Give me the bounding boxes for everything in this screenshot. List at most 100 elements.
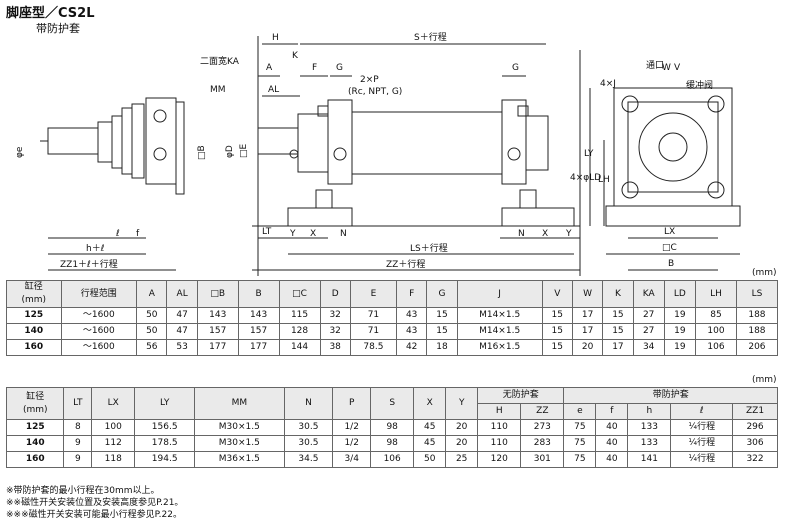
table-header-cell: X [413, 387, 447, 420]
table-header-cell: 带防护套 [563, 387, 778, 404]
dim-MM: MM [210, 85, 226, 95]
table-header-cell: LY [134, 387, 196, 420]
table-cell: 106 [370, 451, 415, 468]
dim-LT: LT [262, 227, 272, 237]
label-cushion-valve: 缓冲阀 [686, 79, 713, 91]
dim-G-left: G [336, 63, 343, 73]
table-cell: 156.5 [134, 419, 196, 436]
rod-boot-body [47, 127, 99, 155]
table-cell: ¼行程 [670, 451, 734, 468]
table-cell: 34.5 [283, 451, 334, 468]
table-cell: 100 [695, 323, 737, 340]
table-cell: 45 [413, 419, 447, 436]
table-cell: 40 [595, 435, 629, 452]
table-cell: 15 [602, 307, 634, 324]
dim-N-left: N [340, 229, 347, 239]
table-cell: 43 [395, 307, 428, 324]
table-header-cell: □B [196, 280, 239, 308]
table-cell: 144 [278, 339, 321, 356]
table-cell: 50 [136, 323, 168, 340]
table-cell: ～1600 [60, 307, 138, 324]
table-cell: 306 [732, 435, 778, 452]
table-cell: 45 [413, 435, 447, 452]
table-cell: 112 [91, 435, 136, 452]
table-cell: 19 [663, 323, 697, 340]
table-cell: 9 [63, 451, 93, 468]
dim-h-l: h＋ℓ [86, 243, 104, 254]
table-cell: 273 [520, 419, 565, 436]
end-view-flange [613, 87, 733, 207]
table-cell: 27 [632, 323, 665, 340]
dim-A: A [266, 63, 273, 73]
page-subtitle: 带防护套 [36, 22, 80, 35]
dim-C: □C [662, 243, 677, 253]
table-cell: 78.5 [349, 339, 398, 356]
table-cell: 47 [166, 307, 198, 324]
table-cell: 27 [632, 307, 665, 324]
table-header-cell: 缸径 (mm) [5, 387, 65, 420]
dim-P: 2×P [360, 75, 379, 85]
table-cell: 141 [627, 451, 672, 468]
table-cell: 34 [632, 339, 665, 356]
table-cell: 20 [571, 339, 604, 356]
table-cell: ～1600 [60, 323, 138, 340]
table-cell: 188 [735, 323, 779, 340]
table-cell: 18 [426, 339, 458, 356]
table-cell: 15 [602, 323, 634, 340]
table-cell: 85 [695, 307, 737, 324]
table-cell: 42 [395, 339, 428, 356]
table-cell: 283 [520, 435, 565, 452]
table-header-cell: F [395, 280, 428, 308]
table-cell: 194.5 [134, 451, 196, 468]
table-cell: ¼行程 [670, 435, 734, 452]
table-header-cell: LS [735, 280, 779, 308]
note-2: ※※磁性开关安装位置及安装高度参见P.21。 [6, 498, 184, 508]
table-header-cell: S [370, 387, 415, 420]
table-header-cell: G [426, 280, 458, 308]
table-cell: 38 [319, 339, 351, 356]
table-subheader-cell: ℓ [670, 403, 734, 420]
table-cell: 157 [196, 323, 239, 340]
table-header-cell: N [283, 387, 334, 420]
table-header-cell: LX [91, 387, 136, 420]
dim-AL: AL [268, 85, 279, 95]
table-cell: 32 [319, 323, 351, 340]
table-cell: 1/2 [332, 419, 372, 436]
table-cell: 133 [627, 419, 672, 436]
table-cell: 50 [413, 451, 447, 468]
table-cell: 178.5 [134, 435, 196, 452]
bolt-icon [707, 95, 725, 113]
table-cell: 110 [477, 435, 522, 452]
dim-X-left: X [310, 229, 316, 239]
table-cell: 75 [563, 451, 597, 468]
table-header-cell: 行程范围 [60, 280, 138, 308]
dim-K: K [292, 51, 299, 61]
dim-F: F [312, 63, 317, 73]
table-header-cell: P [332, 387, 372, 420]
dim-E: □E [239, 143, 249, 158]
table-cell: ～1600 [60, 339, 138, 356]
table-cell: 17 [602, 339, 634, 356]
table-header-cell: A [136, 280, 168, 308]
cushion-screw-icon [507, 147, 521, 161]
table-subheader-cell: h [627, 403, 672, 420]
dim-Y-right: Y [565, 229, 572, 239]
dim-D: φD [225, 145, 235, 158]
table-cell: 115 [278, 307, 321, 324]
table-cell: 3/4 [332, 451, 372, 468]
table-cell: 1/2 [332, 435, 372, 452]
table-cell: 17 [571, 323, 604, 340]
table-cell: 322 [732, 451, 778, 468]
table-cell: 32 [319, 307, 351, 324]
table-header-cell: Y [445, 387, 479, 420]
table-cell: 43 [395, 323, 428, 340]
table-cell: M30×1.5 [194, 435, 285, 452]
table-header-cell: MM [194, 387, 285, 420]
table-cell: 75 [563, 419, 597, 436]
dim-V: V [674, 63, 681, 73]
dim-LH: LH [598, 175, 610, 185]
table-header-cell: J [456, 280, 543, 308]
dim-B: □B [197, 145, 207, 160]
